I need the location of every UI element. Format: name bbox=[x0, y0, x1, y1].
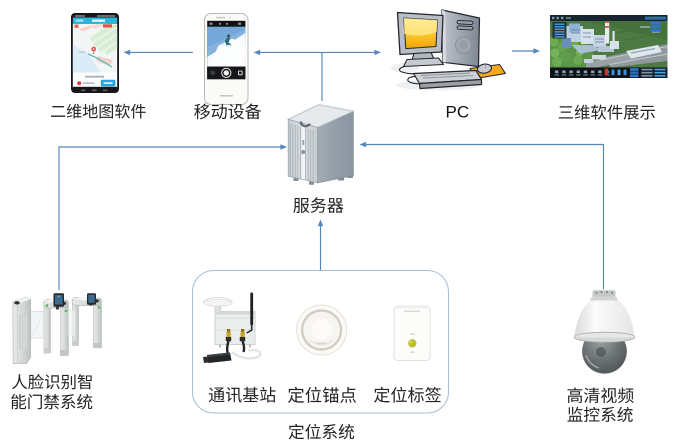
svg-text:PC: PC bbox=[446, 103, 470, 122]
